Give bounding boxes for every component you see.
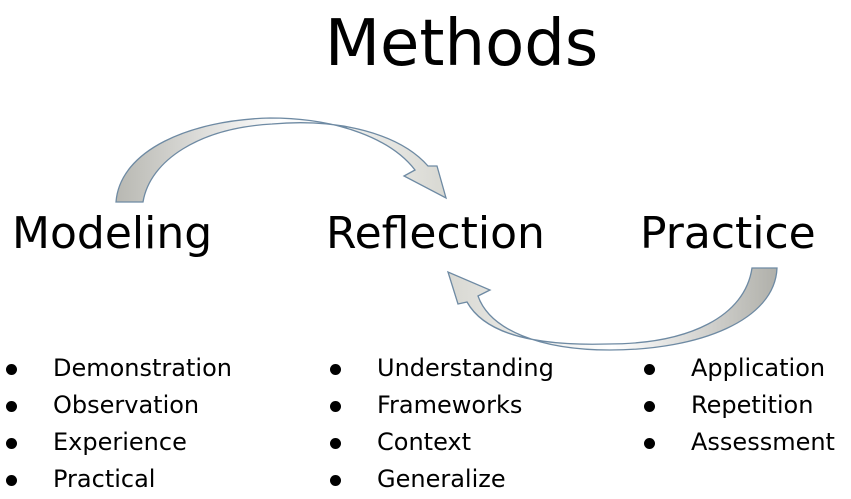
bullet-icon bbox=[644, 363, 655, 375]
list-item: Frameworks bbox=[330, 387, 554, 424]
list-item: Observation bbox=[6, 387, 232, 424]
bullet-icon bbox=[6, 363, 17, 375]
bullet-icon bbox=[330, 437, 341, 449]
diagram-title: Methods bbox=[324, 7, 599, 81]
list-item: Generalize bbox=[330, 461, 554, 498]
heading-reflection: Reflection bbox=[326, 208, 545, 259]
bullet-icon bbox=[6, 400, 17, 412]
list-item: Assessment bbox=[644, 424, 835, 461]
heading-modeling: Modeling bbox=[12, 208, 213, 259]
list-item: Application bbox=[644, 350, 835, 387]
modeling-list: Demonstration Observation Experience Pra… bbox=[6, 350, 232, 498]
list-item: Demonstration bbox=[6, 350, 232, 387]
bullet-icon bbox=[644, 437, 655, 449]
bullet-icon bbox=[330, 474, 341, 486]
bullet-icon bbox=[330, 400, 341, 412]
list-item: Practical bbox=[6, 461, 232, 498]
list-item: Understanding bbox=[330, 350, 554, 387]
arrow-modeling-to-reflection bbox=[115, 117, 448, 203]
heading-practice: Practice bbox=[640, 208, 816, 259]
bullet-icon bbox=[644, 400, 655, 412]
bullet-icon bbox=[6, 437, 17, 449]
list-item: Experience bbox=[6, 424, 232, 461]
bullet-icon bbox=[6, 474, 17, 486]
list-item: Repetition bbox=[644, 387, 835, 424]
arrow-practice-to-reflection bbox=[446, 267, 778, 351]
bullet-icon bbox=[330, 363, 341, 375]
practice-list: Application Repetition Assessment bbox=[644, 350, 835, 461]
list-item: Context bbox=[330, 424, 554, 461]
reflection-list: Understanding Frameworks Context General… bbox=[330, 350, 554, 498]
